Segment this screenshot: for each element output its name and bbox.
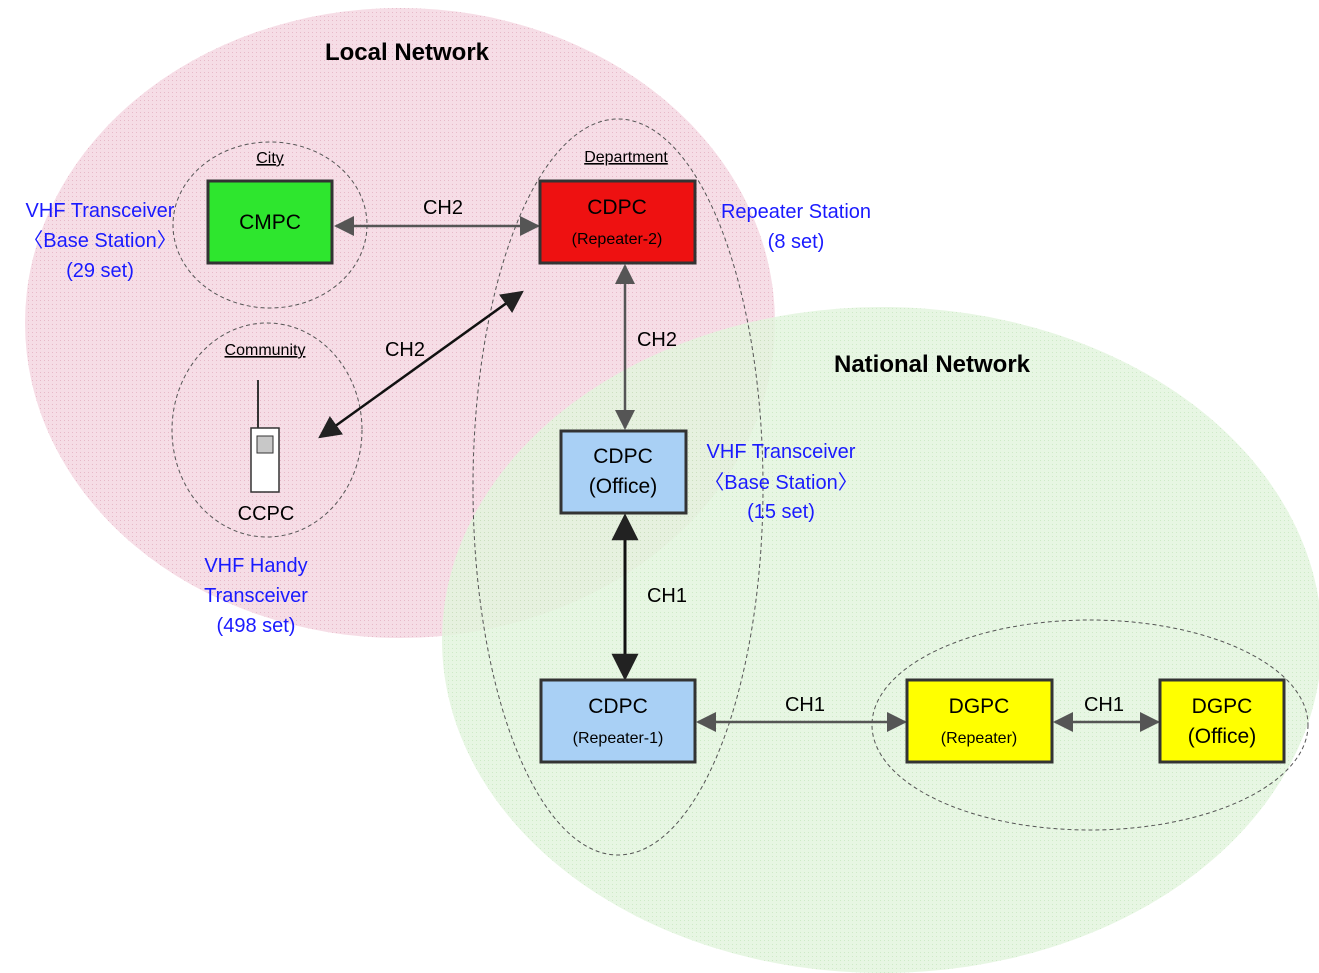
annotation-line: VHF Transceiver — [707, 441, 856, 463]
annotation-line: (29 set) — [66, 260, 134, 282]
node-dgpc-repeater: DGPC (Repeater) — [905, 678, 1054, 764]
group-label-community: Community — [225, 342, 306, 359]
node-ccpc-label: CCPC — [238, 503, 295, 525]
channel-label-dgpc-dgpc: CH1 — [1084, 694, 1124, 716]
annotation-line: (8 set) — [768, 231, 825, 253]
annotation-vhf-base-national: VHF Transceiver 〈Base Station〉 (15 set) — [704, 441, 857, 523]
link-ccpc-repeater2 — [318, 290, 524, 439]
channel-label-repeater2-office: CH2 — [637, 329, 677, 351]
channel-label-office-repeater1: CH1 — [647, 585, 687, 607]
node-dgpc-repeater-sub: (Repeater) — [941, 730, 1017, 747]
channel-label-cmpc-repeater2: CH2 — [423, 197, 463, 219]
node-cmpc: CMPC — [206, 179, 334, 265]
annotation-line: 〈Base Station〉 — [23, 230, 176, 252]
annotation-line: Repeater Station — [721, 201, 871, 223]
annotation-vhf-handy: VHF Handy Transceiver (498 set) — [204, 555, 308, 637]
node-cdpc-office: CDPC (Office) — [559, 429, 688, 515]
node-cmpc-label: CMPC — [239, 211, 301, 234]
national-network-title: National Network — [834, 351, 1031, 378]
national-network-region — [442, 307, 1319, 973]
node-cdpc-office-label: CDPC — [593, 445, 653, 468]
node-dgpc-office-label: DGPC — [1192, 695, 1253, 718]
san-salvador-group — [871, 619, 1309, 831]
annotation-vhf-base-local: VHF Transceiver 〈Base Station〉 (29 set) — [23, 200, 176, 282]
node-dgpc-office: DGPC (Office) — [1158, 678, 1286, 764]
node-cdpc-repeater2-sub: (Repeater-2) — [572, 231, 663, 248]
node-cdpc-repeater1-label: CDPC — [588, 695, 648, 718]
node-cdpc-repeater1: CDPC (Repeater-1) — [539, 678, 697, 764]
annotation-line: (498 set) — [217, 615, 296, 637]
annotation-line: 〈Base Station〉 — [704, 472, 857, 494]
node-cdpc-office-sub: (Office) — [589, 475, 657, 498]
annotation-repeater-station: Repeater Station (8 set) — [721, 201, 871, 253]
channel-label-repeater1-dgpc: CH1 — [785, 694, 825, 716]
group-label-city: City — [256, 150, 284, 167]
annotation-line: VHF Handy — [204, 555, 307, 577]
group-label-department: Department — [584, 149, 668, 166]
channel-label-ccpc-repeater2: CH2 — [385, 339, 425, 361]
annotation-line: VHF Transceiver — [26, 200, 175, 222]
node-cdpc-repeater2: CDPC (Repeater-2) — [538, 179, 697, 265]
node-dgpc-office-sub: (Office) — [1188, 725, 1256, 748]
local-network-title: Local Network — [325, 39, 490, 66]
annotation-line: (15 set) — [747, 501, 815, 523]
node-cdpc-repeater1-sub: (Repeater-1) — [573, 730, 664, 747]
handheld-radio-icon — [250, 380, 280, 493]
node-dgpc-repeater-label: DGPC — [949, 695, 1010, 718]
department-group — [472, 118, 764, 856]
node-cdpc-repeater2-label: CDPC — [587, 196, 647, 219]
annotation-line: Transceiver — [204, 585, 308, 607]
